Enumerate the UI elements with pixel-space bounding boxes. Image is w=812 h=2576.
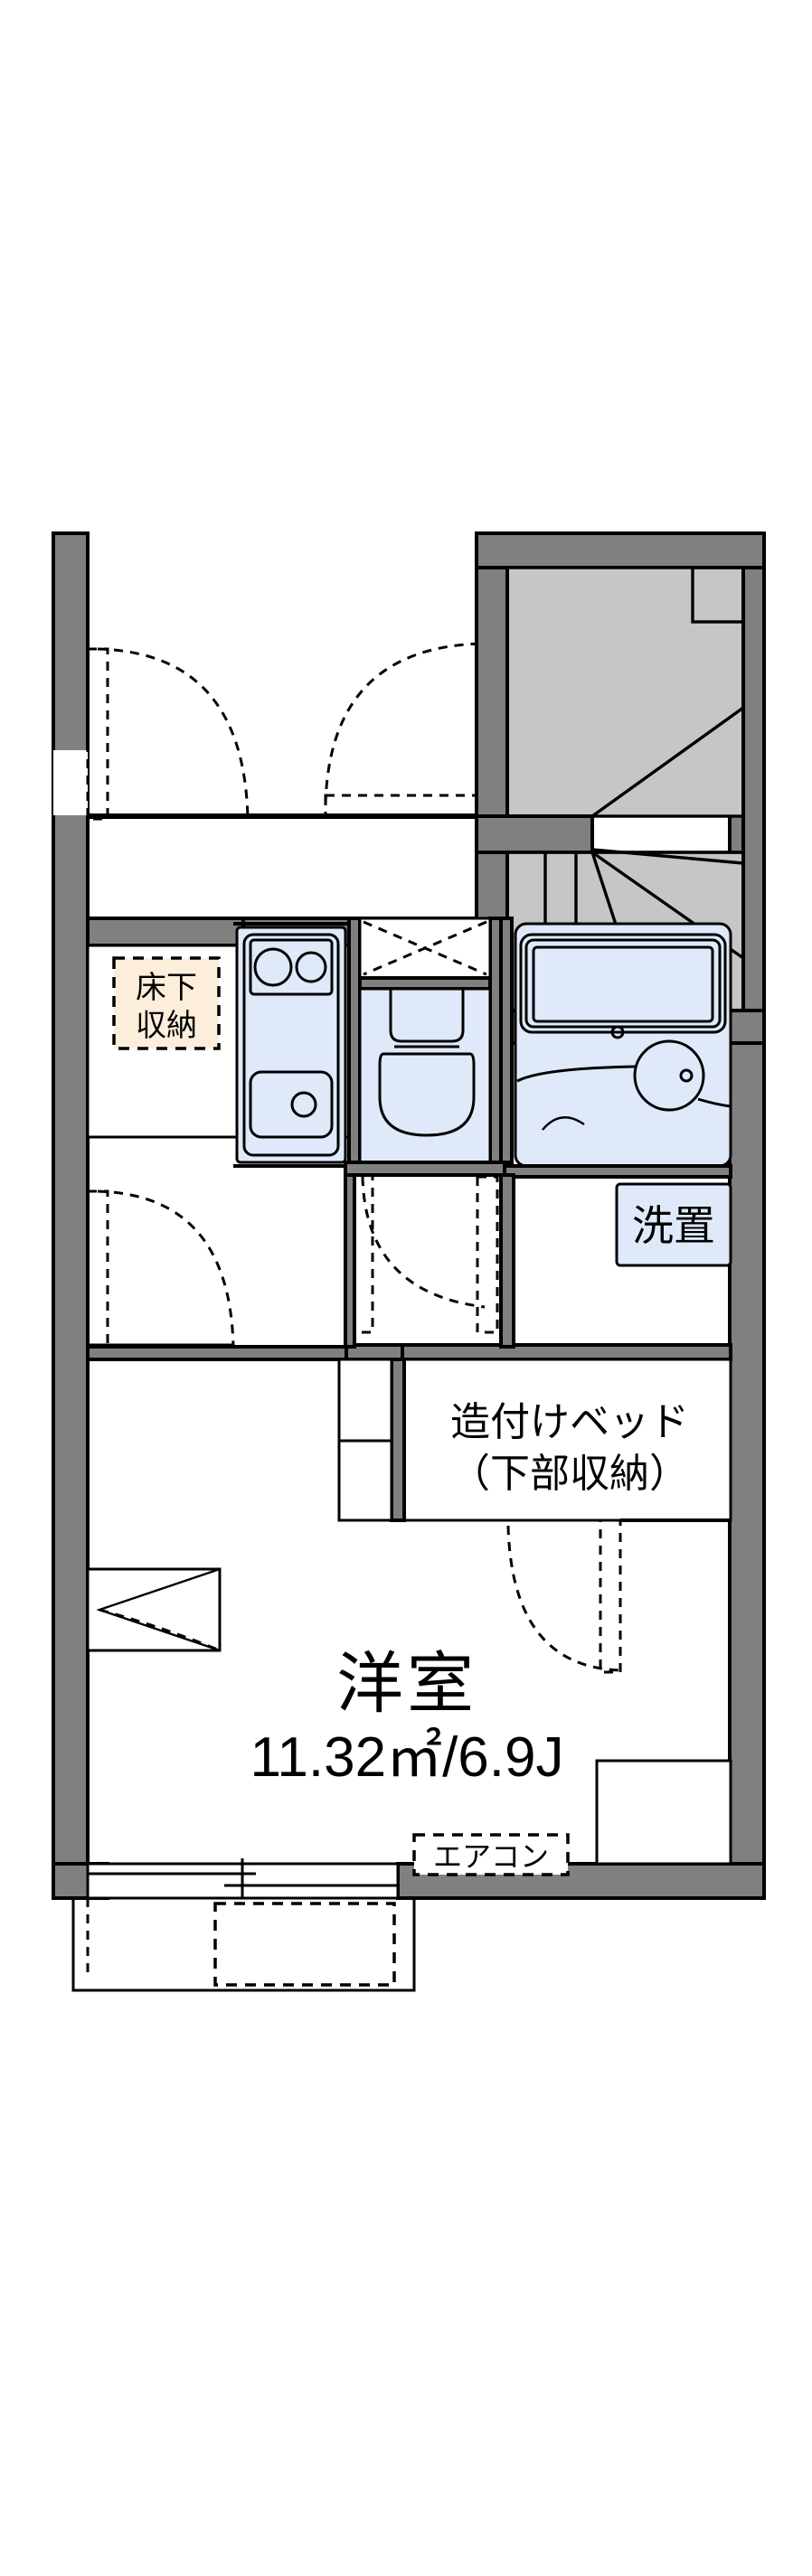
bathtub-drain-icon <box>610 1025 625 1039</box>
under-floor-storage-label-line2: 収納 <box>136 1008 197 1044</box>
washer-box <box>615 1182 732 1267</box>
hall-door-arc <box>324 642 484 806</box>
entrance-door-arc <box>97 647 250 820</box>
washer-place-label: 洗置 <box>632 1201 715 1250</box>
main-room-name: 洋室 <box>336 1645 477 1723</box>
toilet-door-jamb <box>476 1175 499 1334</box>
under-floor-storage-label-line1: 床下 <box>136 970 197 1006</box>
water-area <box>233 917 732 1179</box>
wall-toilet-left <box>347 917 362 1164</box>
under-floor-storage-box <box>112 956 221 1050</box>
sink-drain-icon <box>290 1091 317 1118</box>
toilet-door-leaf <box>351 1173 374 1334</box>
wall-stair-sill <box>475 814 594 854</box>
kitchen-counter-inner <box>242 933 340 1157</box>
burner-right-icon <box>295 951 327 983</box>
wall-room-top-right <box>401 1343 732 1361</box>
wall-toilet-shelf-under <box>358 976 492 991</box>
under-floor-storage: 床下 収納 <box>112 956 221 1050</box>
entrance-door-opening <box>53 750 88 815</box>
wall-stair-left <box>475 566 509 818</box>
balcony-railing-dash <box>213 1902 396 1987</box>
wall-stair-right <box>741 566 766 1012</box>
wall-top-right <box>475 531 766 569</box>
bed-box <box>401 1358 732 1522</box>
main-room-area: 11.32㎡/6.9J <box>250 1726 564 1789</box>
sink-basin <box>249 1070 334 1139</box>
toilet-room <box>347 917 503 1164</box>
wall-water-bottom-right <box>503 1164 732 1179</box>
balcony-outline <box>71 1896 416 1992</box>
toilet-door-arc <box>361 1176 486 1309</box>
balcony-window[interactable] <box>86 1858 400 1900</box>
wall-entry-edge2 <box>243 813 486 819</box>
air-conditioner: エアコン <box>412 1833 570 1876</box>
bathtub-mid <box>524 938 722 1029</box>
main-room: 洋室 11.32㎡/6.9J <box>250 1645 564 1789</box>
toilet-door[interactable] <box>351 1173 499 1334</box>
built-in-bed: 造付けベッド （下部収納） <box>390 1358 732 1522</box>
wall-entry-edge <box>88 813 243 819</box>
bath-floor <box>514 922 732 1168</box>
room-door-right[interactable] <box>506 1518 731 1674</box>
stove-two-burner <box>249 938 334 996</box>
built-in-bed-label-line1: 造付けベッド <box>450 1399 689 1445</box>
air-conditioner-label: エアコン <box>433 1839 549 1874</box>
room-door-right-leaf <box>599 1518 622 1674</box>
closet <box>337 1358 393 1522</box>
unit-bath <box>499 917 732 1168</box>
wall-left <box>52 531 90 1900</box>
washer-space: 洗置 <box>615 1182 732 1267</box>
bottom-right-nook <box>595 1759 732 1866</box>
air-conditioner-box <box>412 1833 570 1876</box>
wall-water-bottom-left <box>344 1161 506 1177</box>
wall-corridor-left <box>344 1173 356 1349</box>
toilet-bowl <box>378 1052 476 1137</box>
stair-diag-1 <box>591 706 744 818</box>
room-door-left-arc <box>97 1189 235 1348</box>
vanity-drain-icon <box>679 1068 694 1083</box>
room-door-right-arc <box>506 1525 621 1672</box>
wall-corridor-right <box>499 1173 515 1349</box>
nook-box <box>595 1759 732 1866</box>
built-in-bed-label-line2: （下部収納） <box>450 1451 689 1497</box>
bathtub-inner <box>532 945 714 1023</box>
vanity-counter-edge <box>516 1065 636 1083</box>
stair-landing <box>505 566 745 818</box>
wall-hall-partition-left <box>86 917 245 947</box>
toilet-floor <box>358 987 492 1164</box>
left-storage-unit <box>86 1567 222 1652</box>
room-door-left-leaf <box>86 1189 109 1349</box>
bath-door-arc <box>542 1116 585 1131</box>
vanity-counter-edge2 <box>697 1097 732 1108</box>
vanity-basin <box>633 1039 705 1112</box>
wall-bath-left <box>499 917 514 1164</box>
left-storage-box <box>86 1567 222 1652</box>
toilet-shelf-x2 <box>363 920 487 976</box>
kitchen-sink-unit <box>233 922 349 1168</box>
toilet-tank <box>389 989 465 1043</box>
room-door-left[interactable] <box>86 1189 235 1349</box>
wall-room-top-left <box>86 1345 348 1361</box>
kitchen-counter <box>235 926 347 1164</box>
burner-left-icon <box>253 947 293 987</box>
wall-bed-left <box>390 1358 406 1522</box>
balcony <box>71 1896 416 1992</box>
